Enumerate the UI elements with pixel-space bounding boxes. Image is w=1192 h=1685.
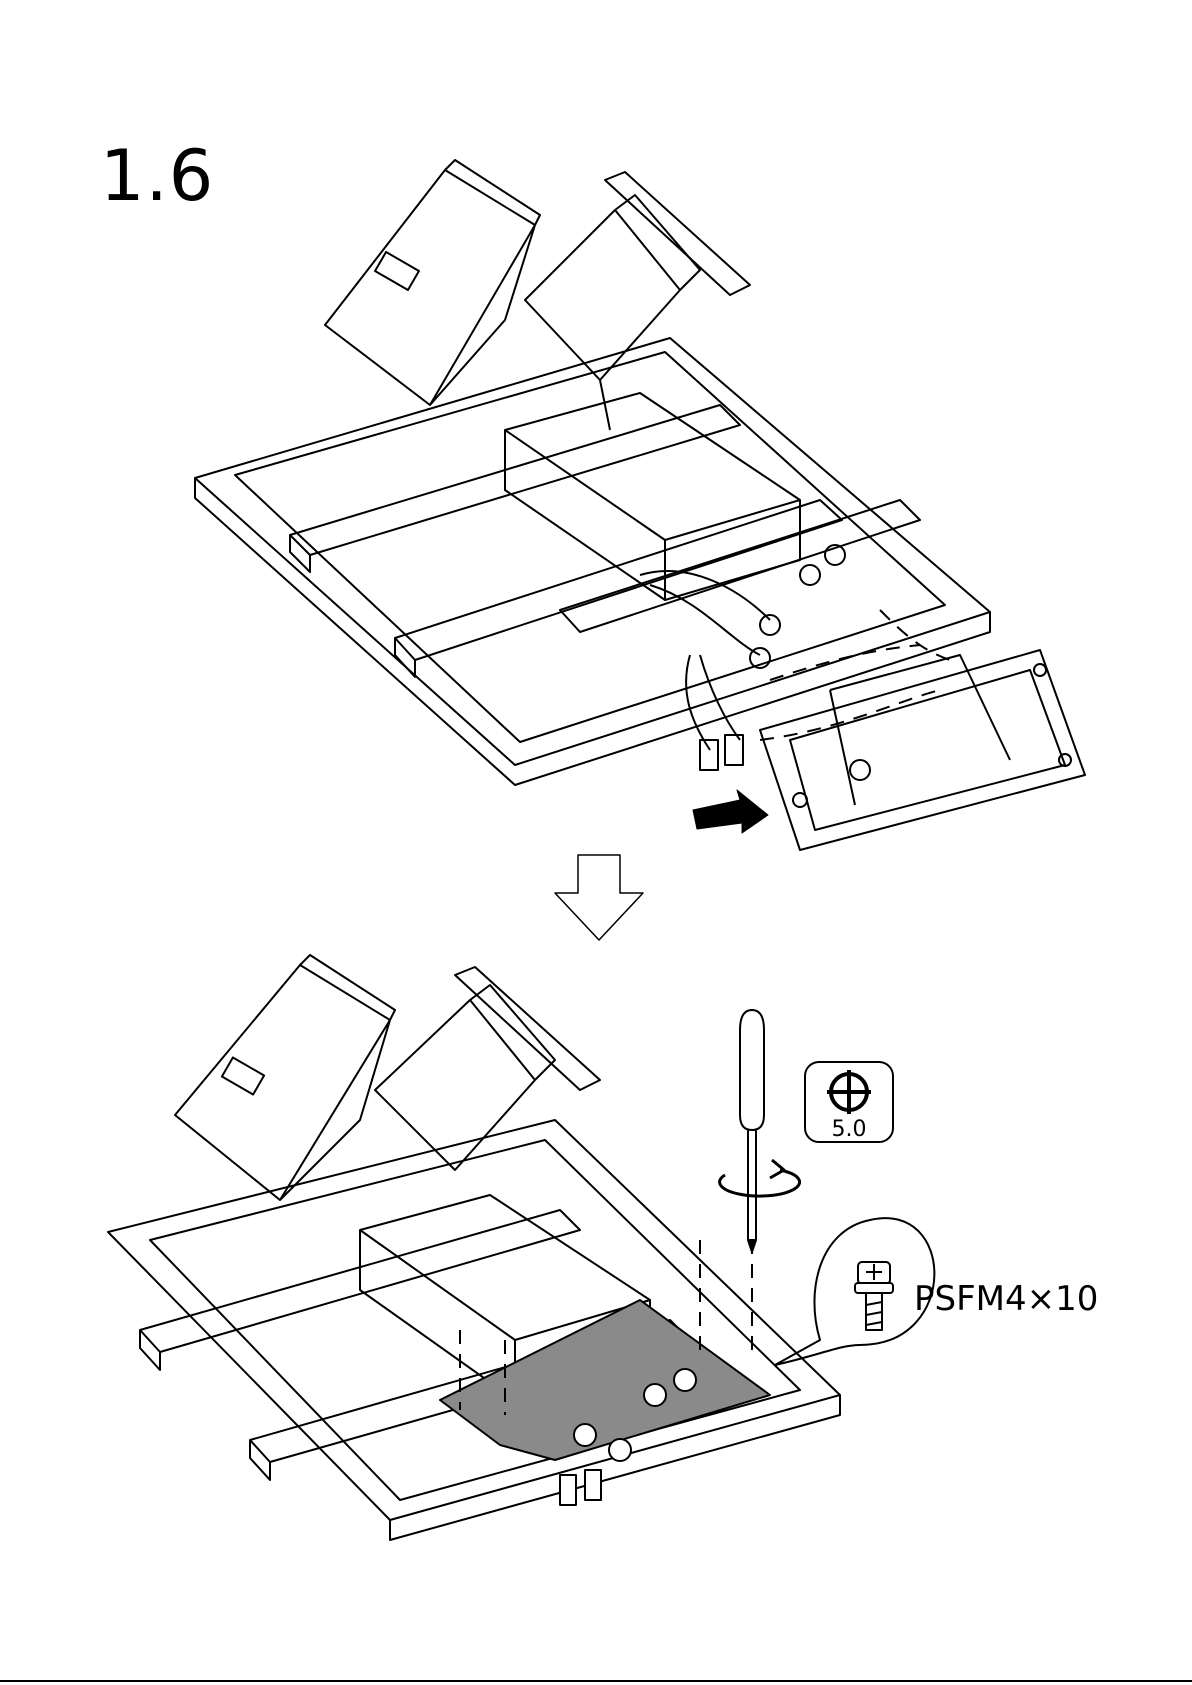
rotation-icon <box>720 1160 800 1196</box>
right-arrow-icon <box>693 790 768 833</box>
base-frame <box>195 338 990 765</box>
mounting-rail-middle <box>395 500 842 677</box>
screwdriver-icon <box>740 1010 764 1252</box>
camera-housing <box>325 160 540 405</box>
power-connector <box>700 740 718 770</box>
bracket-arm <box>525 195 700 430</box>
screw-spec-label: PSFM4×10 <box>914 1279 1098 1319</box>
base-frame-bottom <box>108 1120 840 1520</box>
wall-plate <box>605 172 750 295</box>
screw-icon <box>855 1262 893 1330</box>
camera-label-plate <box>375 252 419 290</box>
bottom-assembly-view <box>108 955 840 1540</box>
down-arrow-icon <box>555 855 643 940</box>
top-assembly-view <box>195 160 1085 850</box>
bit-size-label: 5.0 <box>832 1117 867 1142</box>
junction-box-body <box>505 393 800 600</box>
page-bottom-rule <box>0 1680 1192 1682</box>
cover-plate <box>760 650 1085 850</box>
installed-cover-plate <box>440 1300 770 1460</box>
